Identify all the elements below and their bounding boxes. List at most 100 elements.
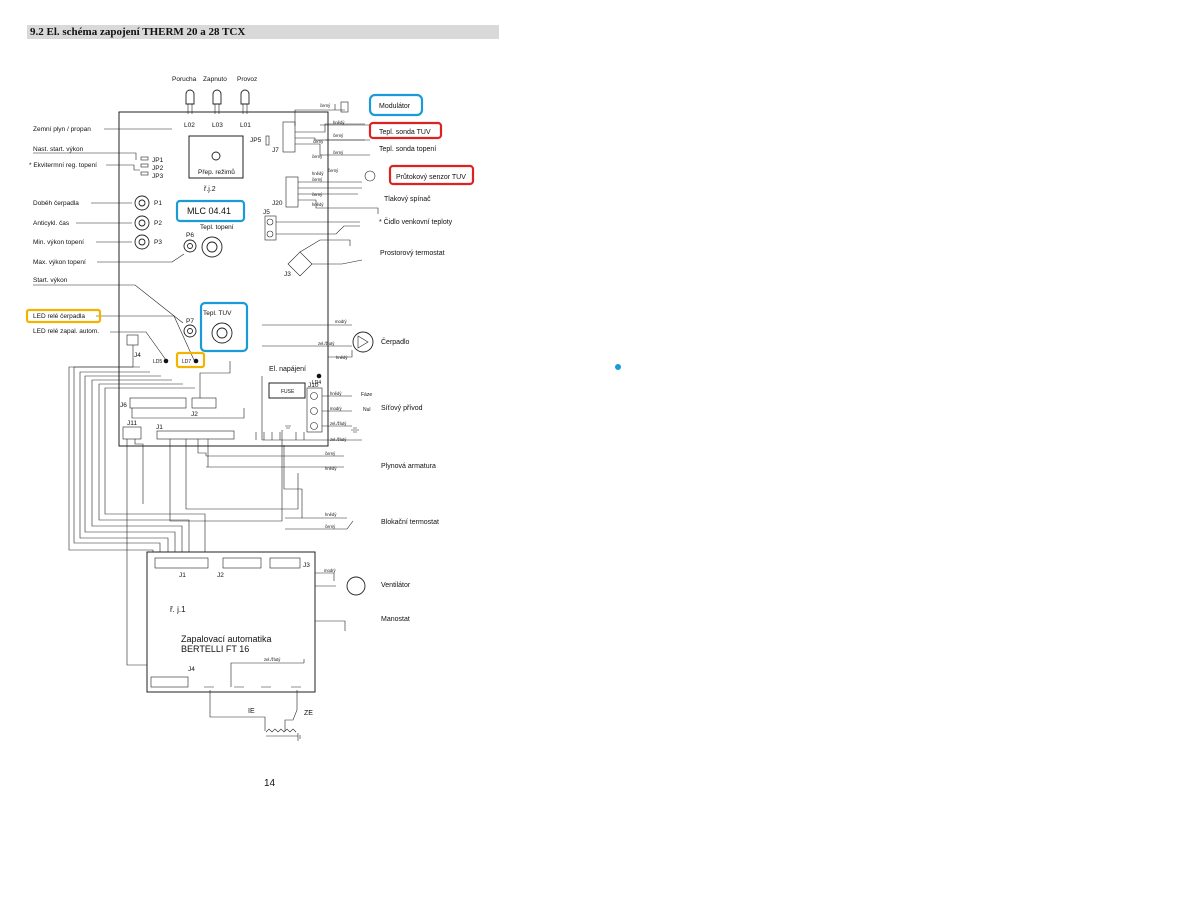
svg-text:hnědý: hnědý [312,171,324,176]
board-connectors-bottom: J6 J2 J11 J1 [120,397,235,440]
svg-text:modrý: modrý [324,568,337,573]
label-dobeh: Doběh čerpadla [33,200,79,207]
pot-p3: P3 [154,239,162,246]
ign-ze: ZE [304,710,313,717]
mode-switch [188,135,244,179]
label-blokacni: Blokační termostat [381,519,439,526]
led-label-zapnuto: Zapnuto [203,76,227,83]
prutokovy-highlight [388,164,475,186]
label-start-vykon: Start. výkon [33,277,68,284]
svg-text:černý: černý [312,154,323,159]
connector-j2: J2 [191,411,198,418]
ign-j4: J4 [188,666,195,673]
svg-text:černý: černý [312,192,323,197]
pot-tepl-topeni-label: Tepl. topení [200,224,234,231]
ign-j1: J1 [179,572,186,579]
ign-title1: Zapalovací automatika [181,634,272,644]
label-ekv: * Ekvitermní reg. topení [29,162,97,169]
label-prostorovy: Prostorový termostat [380,250,445,257]
led-label-porucha: Porucha [172,76,197,83]
ign-j2: J2 [217,572,224,579]
svg-text:černý: černý [325,451,336,456]
pot-tepl-tuv-label: Tepl. TUV [203,310,232,317]
svg-text:hnědý: hnědý [333,120,345,125]
label-sitovy: Síťový přívod [381,405,423,412]
pot-p1: P1 [154,200,162,207]
svg-text:černý: černý [325,524,336,529]
fuse-box [268,382,306,399]
pot-p6: P6 [186,232,194,239]
connector-j7: J7 [272,147,279,154]
jumper-jp5: JP5 [250,137,262,144]
board-rj2: ř.j.2 [204,186,216,193]
blue-dot-marker [615,364,621,370]
label-cidlo: * Čidlo venkovní teploty [379,217,453,226]
connector-j1: J1 [156,424,163,431]
label-sonda-tuv: Tepl. sonda TUV [379,129,431,136]
label-led-zapal: LED relé zapal. autom. [33,328,99,335]
label-sonda-topeni: Tepl. sonda topení [379,146,436,153]
connector-j6: J6 [120,402,127,409]
el-napajeni: El. napájení [269,366,306,373]
svg-text:černý: černý [333,150,344,155]
pot-p2: P2 [154,220,162,227]
led-label-provoz: Provoz [237,76,257,83]
svg-text:zel./žlutý: zel./žlutý [330,421,347,426]
jumper-jp1: JP1 [152,157,164,164]
svg-text:černý: černý [313,139,324,144]
led-ld4: LD4 [312,380,321,386]
connector-j10: J10 [308,382,319,389]
right-connectors: J7 J20 J5 J3 [263,121,313,278]
right-labels: Modulátor Tepl. sonda TUV Tepl. sonda to… [368,93,475,623]
modulator-highlight [368,93,424,117]
wiring-left [68,345,303,666]
label-ventilator: Ventilátor [381,582,411,589]
fuse-label: FUSE [281,389,295,395]
svg-text:hnědý: hnědý [312,202,324,207]
connector-j20: J20 [272,200,283,207]
label-plynova: Plynová armatura [381,463,436,470]
connector-j11: J11 [127,420,137,427]
led-id-l01: L01 [240,122,251,129]
ld7-highlight [175,351,206,369]
svg-text:zel./žlutý: zel./žlutý [330,437,347,442]
svg-text:modrý: modrý [330,406,343,411]
label-modulator: Modulátor [379,103,411,110]
svg-text:černý: černý [320,103,331,108]
wiring-right: černý hnědý černý černý černý černý čern… [206,101,379,631]
ignition-contents: J1 J2 J3 ř. j.1 Zapalovací automatika BE… [150,557,313,741]
page-number: 14 [264,778,276,789]
label-min-vykon: Min. výkon topení [33,239,84,246]
ign-ie: IE [248,708,255,715]
label-anticykl: Anticykl. čas [33,220,70,227]
svg-text:Nul: Nul [363,407,371,413]
svg-text:černý: černý [312,177,323,182]
svg-text:modrý: modrý [335,319,348,324]
svg-text:hnědý: hnědý [325,466,337,471]
label-tlakovy: Tlakový spínač [384,196,431,203]
led-cerpadla-highlight [25,308,102,324]
label-gas: Zemní plyn / propan [33,126,91,133]
label-prutokovy: Průtokový senzor TUV [396,173,466,181]
svg-text:hnědý: hnědý [336,355,348,360]
svg-text:černý: černý [328,168,339,173]
ign-title2: BERTELLI FT 16 [181,644,249,654]
svg-text:hnědý: hnědý [330,391,342,396]
connector-j4-label: J4 [134,352,141,359]
left-labels: Zemní plyn / propan Nast. start. výkon *… [29,126,195,361]
label-nast: Nast. start. výkon [33,146,84,153]
led-id-l02: L02 [184,122,195,129]
jumper-jp3: JP3 [152,173,164,180]
svg-text:Fáze: Fáze [361,392,372,398]
sonda-tuv-highlight [368,121,443,140]
mode-switch-label: Přep. režimů [198,168,235,176]
pots-left: P1 P2 P3 [134,195,162,250]
connector-j5: J5 [263,209,270,216]
mlc-label: MLC 04.41 [187,206,231,216]
ign-j3: J3 [303,562,310,569]
page-header: 9.2 El. schéma zapojení THERM 20 a 28 TC… [27,25,499,39]
label-max-vykon: Max. výkon topení [33,259,86,266]
led-ld5: LD5 [153,359,162,365]
connector-j3: J3 [284,271,291,278]
pot-p7: P7 [186,318,194,325]
